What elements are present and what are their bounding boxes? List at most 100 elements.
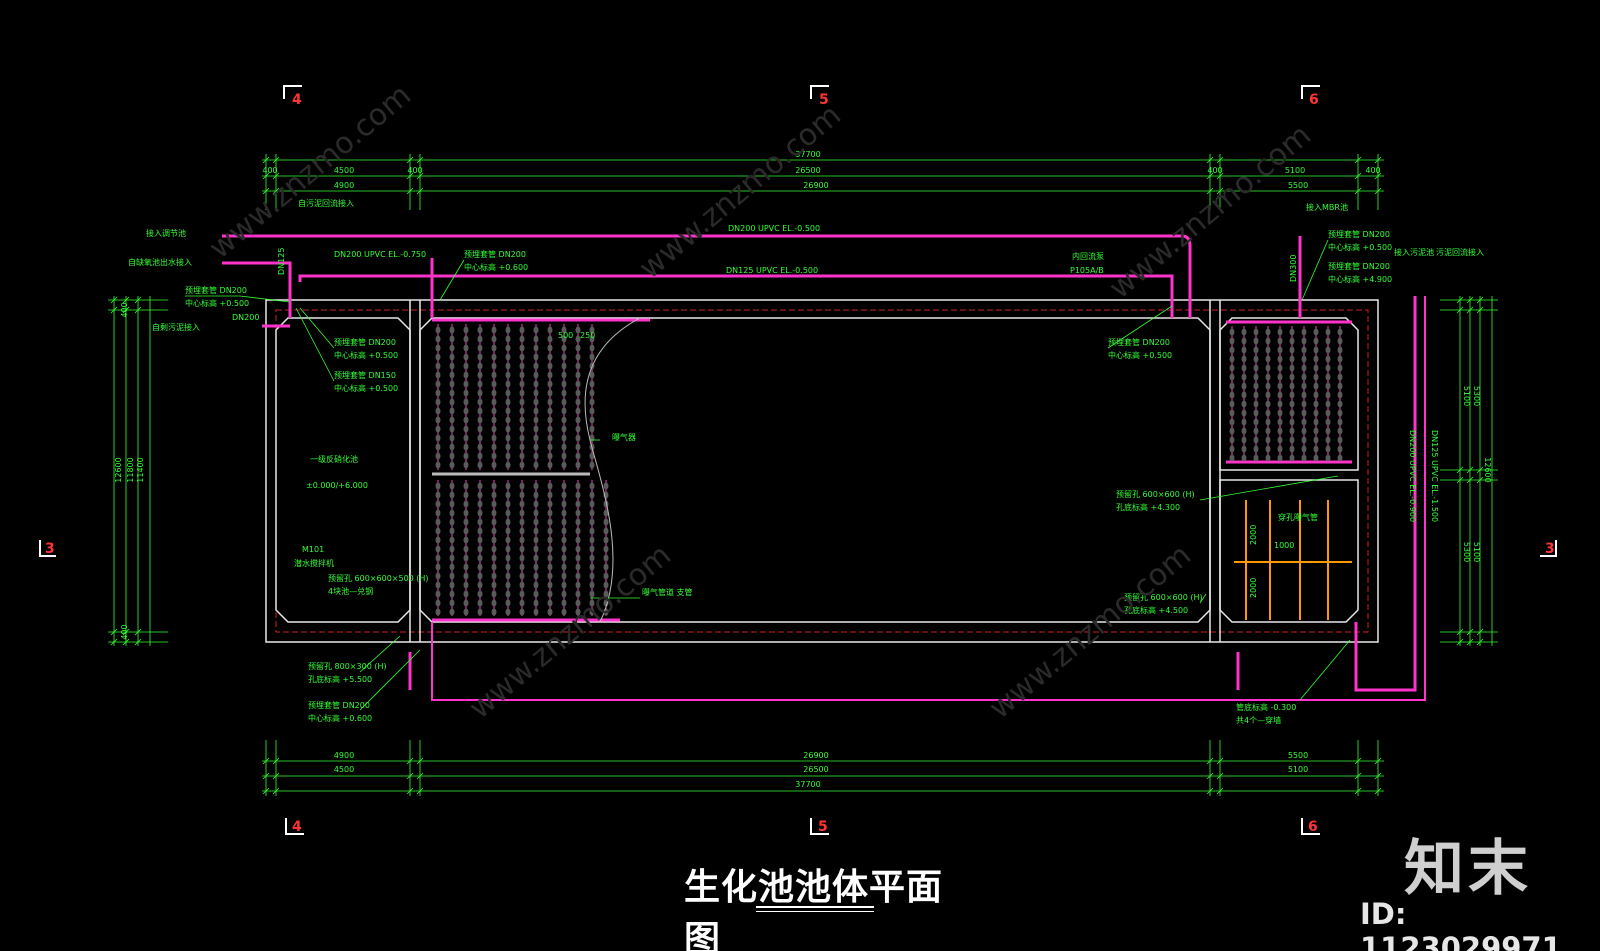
watermark-logo: 知末	[1404, 834, 1532, 904]
sleeve-label: 中心标高 +0.600	[464, 262, 528, 272]
sleeve-label: 中心标高 +4.900	[1328, 274, 1392, 284]
hole-label: 孔底标高 +4.300	[1116, 502, 1180, 512]
inlet-label: 自污泥回流接入	[298, 198, 354, 208]
pipe-label: DN125 UPVC EL.-0.500	[726, 266, 818, 275]
pump-label: P105A/B	[1070, 266, 1104, 275]
dimension-lines	[108, 154, 1498, 796]
aerator-pipe-label: 曝气管道 支管	[642, 587, 693, 597]
hole-label: 孔底标高 +5.500	[308, 674, 372, 684]
pipe-label: DN200 UPVC EL.-0.500	[728, 224, 820, 233]
pipe-label: DN125	[277, 248, 286, 275]
section-mark-bottom-5	[810, 818, 829, 835]
mixer-tag: M101	[302, 545, 324, 554]
watermark-faint: www.znzmo.com	[203, 78, 418, 267]
sleeve-label: 中心标高 +0.500	[334, 383, 398, 393]
sleeve-label: 预埋套管 DN200	[185, 285, 247, 295]
sleeve-label: 中心标高 +0.500	[185, 298, 249, 308]
section-mark-label: 3	[1545, 541, 1555, 557]
watermark-id: ID: 1123029971	[1360, 897, 1562, 951]
section-mark-label: 3	[45, 541, 55, 557]
pipe-label: DN200 UPVC EL.-0.750	[334, 250, 426, 259]
dim-small: 500	[558, 331, 573, 340]
pump-label-cn: 内回流泵	[1072, 251, 1104, 261]
dim-text: 26900	[803, 751, 828, 760]
hole-label: 预留孔 600×600 (H)	[1116, 489, 1195, 499]
aerator-label: 曝气器	[612, 432, 636, 442]
dim-text: 400	[1207, 166, 1222, 175]
perforated-aerator	[1234, 500, 1352, 620]
section-mark-label: 6	[1308, 819, 1318, 835]
pipe-label: DN200 UPVC EL.-0.900	[1408, 430, 1417, 522]
dim-text: 4900	[334, 181, 354, 190]
section-mark-top-6	[1301, 85, 1320, 99]
pipe-label: DN125 UPVC EL.-1.500	[1430, 430, 1439, 522]
pipes	[222, 234, 1426, 701]
dim-text: 5500	[1288, 181, 1308, 190]
section-mark-label: 4	[292, 819, 302, 835]
dim-text: 4900	[334, 751, 354, 760]
dim-text: 400	[407, 166, 422, 175]
inlet-label: 自缺氧池出水接入	[128, 257, 192, 267]
tank-walls	[265, 299, 1379, 643]
inlet-label: 接入MBR池	[1306, 202, 1348, 212]
dim-small: 2000	[1249, 525, 1258, 545]
dim-overall-top: 37700	[795, 150, 820, 159]
title-underline	[756, 911, 874, 912]
dim-text: 5500	[1288, 751, 1308, 760]
dim-text: 12600	[1483, 457, 1492, 482]
dim-text: 400	[120, 624, 129, 639]
tank-name: 一级反硝化池	[310, 454, 358, 464]
dim-text: 400	[262, 166, 277, 175]
mixer-label: 潜水搅拌机	[294, 558, 334, 568]
dim-text: 400	[1365, 166, 1380, 175]
sleeve-label: 预埋套管 DN200	[334, 337, 396, 347]
sleeve-label: 中心标高 +0.500	[1328, 242, 1392, 252]
sleeve-label: 预埋套管 DN200	[1328, 229, 1390, 239]
watermark-faint: www.znzmo.com	[1103, 118, 1318, 307]
hole-label: 4块池—兑钢	[328, 586, 373, 596]
watermark-faint: www.znzmo.com	[633, 98, 848, 287]
inlet-label: 污泥回流接入	[1436, 247, 1484, 257]
hole-label: 预留孔 600×600×500 (H)	[328, 573, 429, 583]
dim-text: 4500	[334, 765, 354, 774]
dim-text: 26500	[795, 166, 820, 175]
section-mark-label: 5	[818, 819, 828, 835]
dim-text: 5100	[1462, 386, 1471, 406]
dim-small: 250	[580, 331, 595, 340]
perforated-label: 穿孔曝气管	[1278, 512, 1318, 522]
aeration-grid	[432, 318, 1352, 622]
section-mark-bottom-4	[285, 818, 304, 835]
hole-label: 孔底标高 +4.500	[1124, 605, 1188, 615]
dim-text: 26900	[803, 181, 828, 190]
hole-label: 预留孔 600×600 (H)	[1124, 592, 1203, 602]
sleeve-label: 中心标高 +0.500	[1108, 350, 1172, 360]
inlet-label: 接入调节池	[146, 228, 186, 238]
section-mark-right-3	[1540, 540, 1557, 557]
leader-lines	[185, 239, 1351, 711]
drain-label: 管底标高 -0.300	[1236, 702, 1296, 712]
dim-text: 5100	[1288, 765, 1308, 774]
sleeve-label: 预埋套管 DN150	[334, 370, 396, 380]
section-mark-left-3	[39, 540, 56, 557]
dim-text: 12600	[114, 457, 123, 482]
sleeve-label: 预埋套管 DN200	[1328, 261, 1390, 271]
pipe-label: DN200	[232, 313, 259, 322]
dim-text: 26500	[803, 765, 828, 774]
inlet-label: 自剩污泥接入	[152, 322, 200, 332]
dim-text: 5100	[1285, 166, 1305, 175]
dim-text: 11800	[126, 457, 135, 482]
dim-small: 2000	[1249, 578, 1258, 598]
inlet-label: 接入污泥池	[1394, 247, 1434, 257]
sleeve-label: 预埋套管 DN200	[464, 249, 526, 259]
dim-text: 4500	[334, 166, 354, 175]
dim-text: 5100	[1472, 542, 1481, 562]
section-mark-bottom-6	[1301, 818, 1320, 835]
section-mark-label: 5	[819, 92, 829, 108]
dim-text: 11400	[136, 457, 145, 482]
pipe-label: DN300	[1289, 255, 1298, 282]
title-underline	[756, 906, 874, 908]
section-mark-top-4	[283, 85, 302, 99]
hole-label: 中心标高 +0.600	[308, 713, 372, 723]
sleeve-label: 中心标高 +0.500	[334, 350, 398, 360]
